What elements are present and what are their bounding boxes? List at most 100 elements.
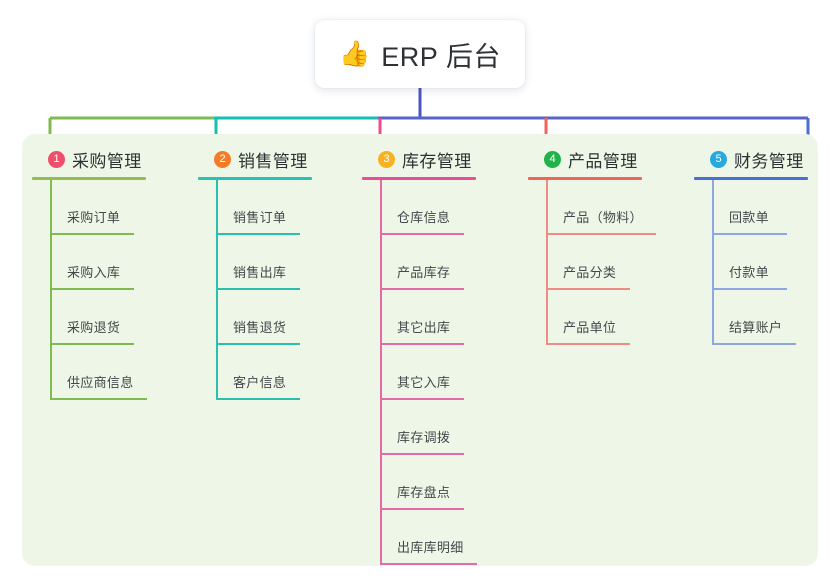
leaf-item[interactable]: 产品（物料） — [528, 180, 656, 235]
leaf-item-label: 产品库存 — [397, 265, 451, 280]
leaf-item-rule — [380, 343, 464, 345]
branch-header-4[interactable]: 4 产品管理 — [528, 148, 642, 171]
leaf-item[interactable]: 出库库明细 — [362, 510, 477, 565]
branch-leaf-list: 销售订单销售出库销售退货客户信息 — [198, 180, 312, 400]
branch-index-badge: 5 — [710, 150, 727, 168]
branch-trunk-line — [546, 180, 548, 345]
leaf-item-rule — [380, 233, 464, 235]
leaf-item-label: 出库库明细 — [397, 540, 464, 555]
branch-trunk-line — [216, 180, 218, 400]
leaf-item-label: 其它出库 — [397, 320, 451, 335]
leaf-item-label: 采购订单 — [67, 210, 121, 225]
leaf-item-label: 产品（物料） — [563, 210, 643, 225]
leaf-item-rule — [50, 233, 134, 235]
branch-trunk-line — [50, 180, 52, 400]
leaf-item-rule — [216, 398, 300, 400]
leaf-item-rule — [712, 233, 787, 235]
leaf-item[interactable]: 其它出库 — [362, 290, 476, 345]
leaf-item[interactable]: 产品分类 — [528, 235, 642, 290]
branch-column-4: 4 产品管理产品（物料） 产品分类产品单位 — [528, 148, 656, 345]
root-node-content: 👍 ERP 后台 — [339, 35, 501, 74]
leaf-item[interactable]: 采购退货 — [32, 290, 146, 345]
leaf-item-rule — [380, 508, 464, 510]
branch-header-3[interactable]: 3 库存管理 — [362, 148, 476, 171]
leaf-item-rule — [50, 398, 147, 400]
root-node-card[interactable]: 👍 ERP 后台 — [315, 20, 525, 88]
leaf-item-rule — [216, 233, 300, 235]
branch-leaf-list: 采购订单采购入库采购退货供应商信息 — [32, 180, 147, 400]
leaf-item-label: 供应商信息 — [67, 375, 134, 390]
leaf-item-label: 销售退货 — [233, 320, 287, 335]
leaf-item-label: 库存调拨 — [397, 430, 451, 445]
leaf-item[interactable]: 销售订单 — [198, 180, 312, 235]
branch-header-rule — [694, 177, 808, 180]
branch-title: 销售管理 — [238, 151, 308, 171]
leaf-item-rule — [50, 288, 134, 290]
leaf-item[interactable]: 仓库信息 — [362, 180, 476, 235]
branch-trunk-line — [380, 180, 382, 565]
leaf-item-rule — [546, 288, 630, 290]
branch-title: 产品管理 — [568, 151, 638, 171]
branch-title: 库存管理 — [402, 151, 472, 171]
root-node-title: ERP 后台 — [381, 41, 501, 72]
branch-trunk-line — [712, 180, 714, 345]
leaf-item-rule — [380, 453, 464, 455]
branch-index-badge: 4 — [544, 150, 561, 168]
branch-header-rule — [198, 177, 312, 180]
leaf-item-rule — [50, 343, 134, 345]
leaf-item-rule — [712, 288, 787, 290]
leaf-item[interactable]: 库存调拨 — [362, 400, 476, 455]
branch-column-5: 5 财务管理回款单付款单结算账户 — [694, 148, 808, 345]
branch-leaf-list: 仓库信息产品库存其它出库其它入库库存调拨库存盘点出库库明细 — [362, 180, 477, 565]
leaf-item[interactable]: 库存盘点 — [362, 455, 476, 510]
thumbs-up-icon: 👍 — [339, 39, 371, 68]
leaf-item[interactable]: 客户信息 — [198, 345, 312, 400]
leaf-item[interactable]: 供应商信息 — [32, 345, 147, 400]
branch-index-badge: 1 — [48, 150, 65, 168]
branch-column-2: 2 销售管理销售订单销售出库销售退货客户信息 — [198, 148, 312, 400]
leaf-item-label: 产品分类 — [563, 265, 617, 280]
leaf-item[interactable]: 销售出库 — [198, 235, 312, 290]
leaf-item-label: 结算账户 — [729, 320, 783, 335]
leaf-item[interactable]: 产品单位 — [528, 290, 642, 345]
leaf-item[interactable]: 付款单 — [694, 235, 808, 290]
leaf-item[interactable]: 结算账户 — [694, 290, 808, 345]
leaf-item-label: 客户信息 — [233, 375, 287, 390]
leaf-item-label: 回款单 — [729, 210, 769, 225]
leaf-item-rule — [380, 288, 464, 290]
leaf-item-rule — [712, 343, 796, 345]
leaf-item-label: 产品单位 — [563, 320, 617, 335]
branch-header-2[interactable]: 2 销售管理 — [198, 148, 312, 171]
leaf-item[interactable]: 产品库存 — [362, 235, 476, 290]
leaf-item-label: 采购退货 — [67, 320, 121, 335]
leaf-item[interactable]: 回款单 — [694, 180, 808, 235]
leaf-item-rule — [380, 563, 477, 565]
branch-header-5[interactable]: 5 财务管理 — [694, 148, 808, 171]
leaf-item-label: 库存盘点 — [397, 485, 451, 500]
branches-panel — [22, 134, 818, 566]
leaf-item-rule — [216, 288, 300, 290]
leaf-item[interactable]: 销售退货 — [198, 290, 312, 345]
leaf-item-label: 销售出库 — [233, 265, 287, 280]
branch-title: 财务管理 — [734, 151, 804, 171]
branch-index-badge: 3 — [378, 150, 395, 168]
leaf-item[interactable]: 采购订单 — [32, 180, 146, 235]
branch-column-3: 3 库存管理仓库信息产品库存其它出库其它入库库存调拨库存盘点出库库明细 — [362, 148, 477, 565]
leaf-item-label: 仓库信息 — [397, 210, 451, 225]
leaf-item-rule — [546, 233, 656, 235]
leaf-item-rule — [380, 398, 464, 400]
branch-leaf-list: 产品（物料） 产品分类产品单位 — [528, 180, 656, 345]
branch-header-rule — [362, 177, 476, 180]
leaf-item-label: 采购入库 — [67, 265, 121, 280]
leaf-item-label: 销售订单 — [233, 210, 287, 225]
leaf-item-rule — [216, 343, 300, 345]
leaf-item-rule — [546, 343, 630, 345]
leaf-item[interactable]: 其它入库 — [362, 345, 476, 400]
branch-index-badge: 2 — [214, 150, 231, 168]
leaf-item-label: 其它入库 — [397, 375, 451, 390]
leaf-item[interactable]: 采购入库 — [32, 235, 146, 290]
